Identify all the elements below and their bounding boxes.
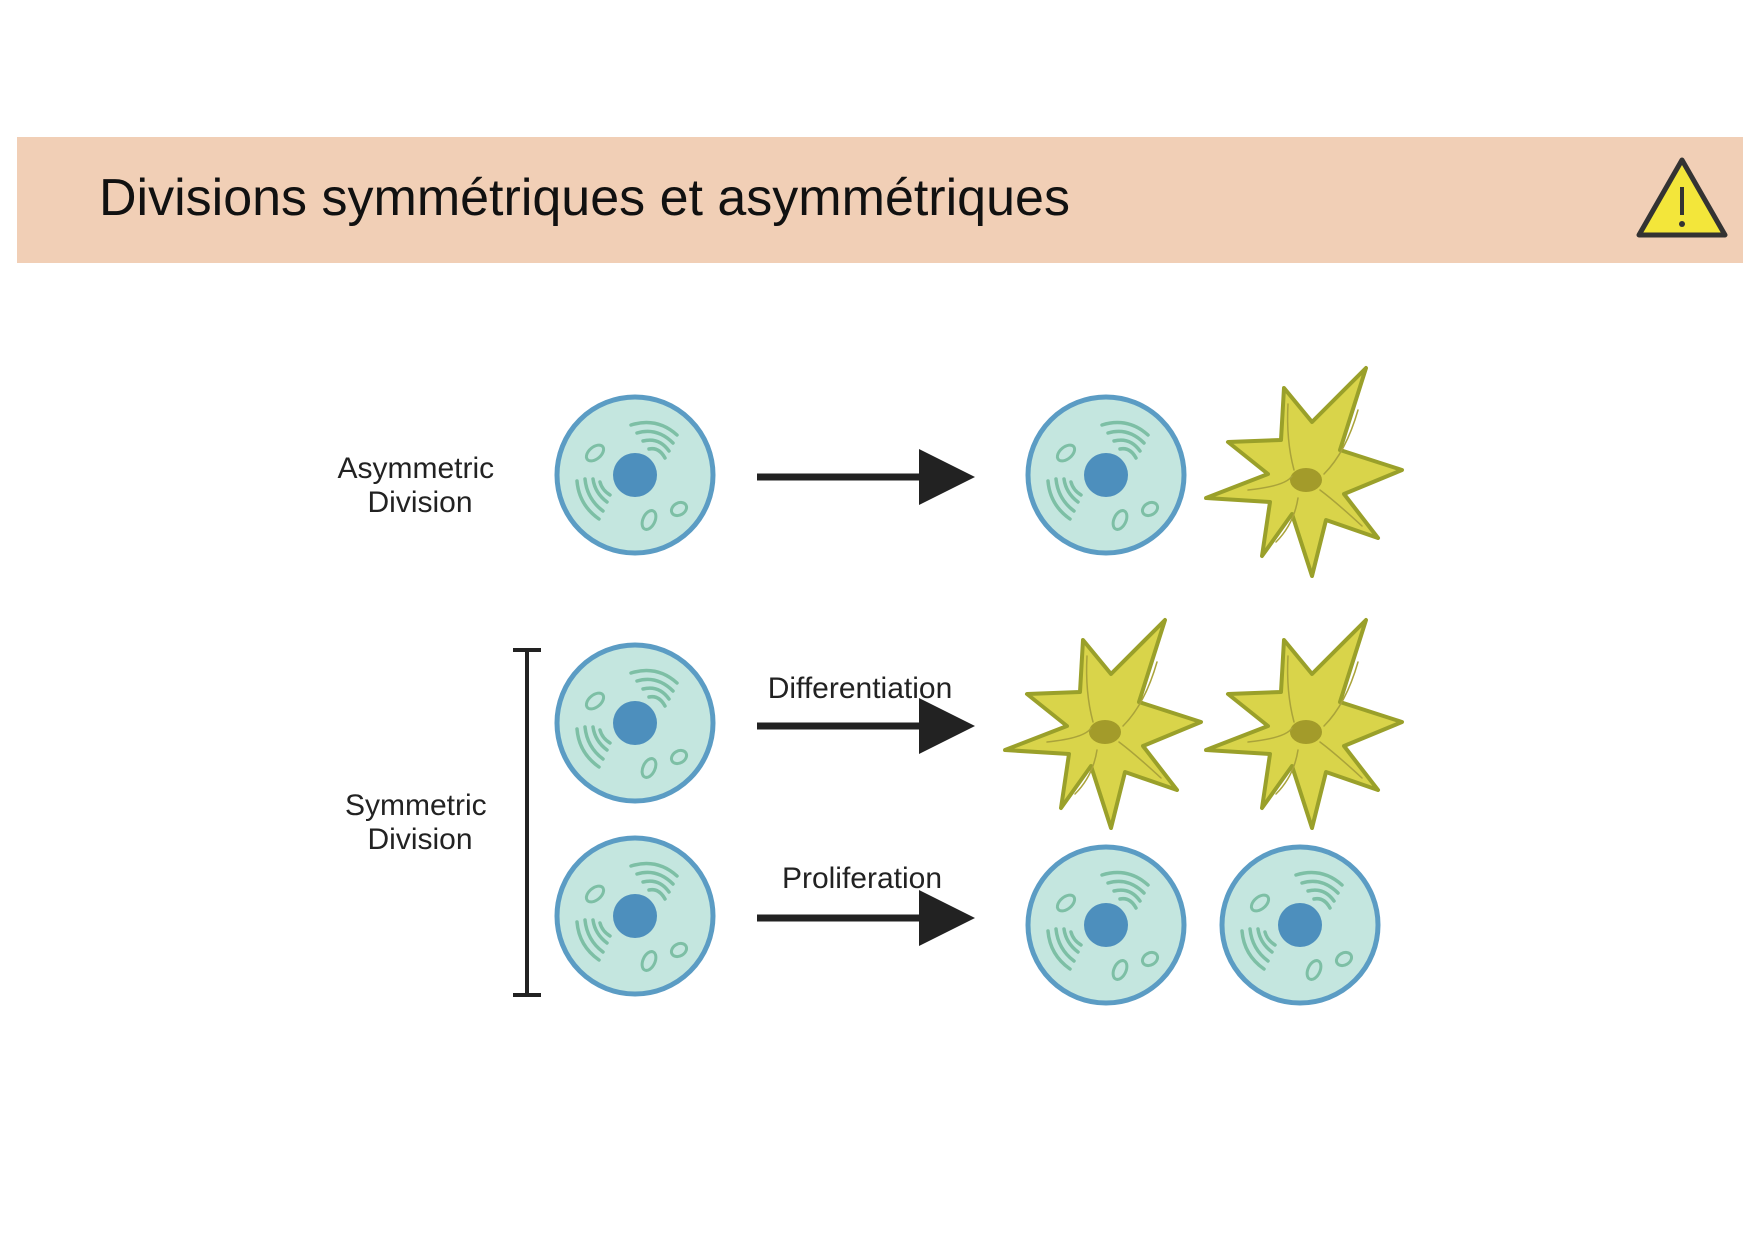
- stem-cell: [557, 838, 713, 994]
- stem-cell: [1028, 847, 1184, 1003]
- differentiated-cell: [1003, 618, 1203, 830]
- proliferation-label: Proliferation: [782, 862, 942, 895]
- differentiated-cell: [1204, 618, 1404, 830]
- symmetric-division-label: Symmetric Division: [345, 789, 495, 856]
- stem-cell: [1222, 847, 1378, 1003]
- differentiation-label: Differentiation: [768, 672, 953, 705]
- differentiated-cell: [1204, 366, 1404, 578]
- asymmetric-division-label: Asymmetric Division: [337, 452, 502, 519]
- page-title: Divisions symmétriques et asymmétriques: [99, 169, 1070, 227]
- stem-cell: [1028, 397, 1184, 553]
- symmetric-bracket: [513, 648, 541, 997]
- title-bar: Divisions symmétriques et asymmétriques: [17, 137, 1743, 263]
- stem-cell: [557, 645, 713, 801]
- warning-triangle-icon: [1636, 157, 1728, 238]
- stem-cell: [557, 397, 713, 553]
